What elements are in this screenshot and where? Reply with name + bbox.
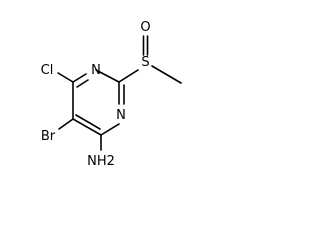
atom-label-s: S — [141, 55, 149, 70]
bond-c6-n1-a — [72, 73, 87, 83]
bond-s-methyl — [151, 65, 182, 84]
bond-c4-c5-a — [72, 118, 102, 136]
structure-diagram: O S Cl N N Br NH2 — [41, 20, 182, 169]
atom-label-n-top: N — [91, 63, 101, 78]
bond-n3-c4 — [100, 123, 120, 136]
atom-label-cl: Cl — [41, 63, 54, 78]
atom-label-o: O — [140, 20, 150, 35]
atom-labels: O S Cl N N Br NH2 — [41, 20, 151, 169]
atom-label-nh2: NH2 — [87, 154, 115, 169]
bond-lines — [57, 35, 182, 151]
bond-c6-cl — [57, 72, 74, 83]
bond-n1-c2 — [95, 69, 120, 83]
bond-c4-c5-b — [75, 114, 101, 130]
bond-c2-s — [118, 69, 139, 83]
atom-label-n-right: N — [116, 108, 126, 123]
atom-label-br: Br — [41, 129, 56, 144]
bond-c5-br — [58, 118, 74, 130]
bond-c6-n1-b — [76, 79, 89, 88]
